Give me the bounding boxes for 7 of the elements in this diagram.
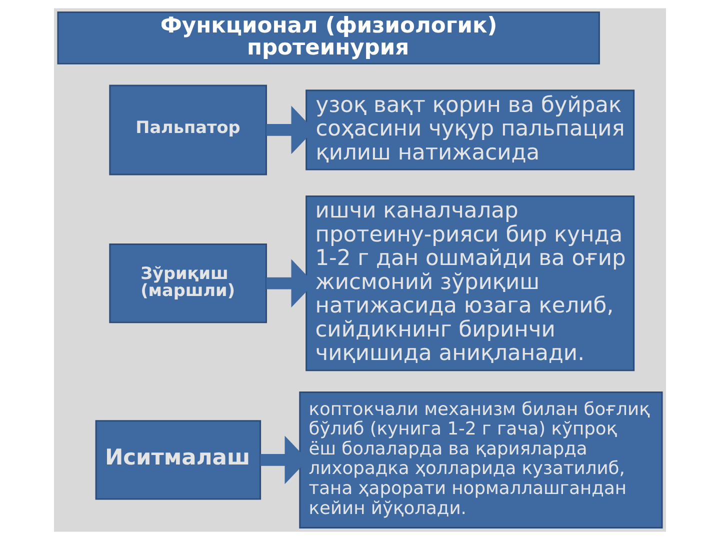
node-box: узоқ вақт қорин ва буйрак соҳасини чуқур пальпация қилиш натижасида [306,90,635,170]
node-box: Иситмалаш [95,420,262,500]
node-box: ишчи каналчалар протеину-рияси бир кунда 1-2 г дан ошмайди ва оғир жисмоний зўриқиш натижасида юзага келиб, сийдикнинг биринчи чиқишида аниқланади. [306,196,635,372]
node-box: Функционал (физиологик) протеинурия [57,12,600,64]
node-box: коптокчали механизм билан боғлиқ бўлиб (кунига 1-2 г гача) кўпроқ ёш болаларда ва қарияларда лихорадка ҳолларида кузатилиб, тана ҳарорати нормаллашгандан кейин йўқолади. [299,391,663,528]
node-box: Пальпатор [109,84,267,176]
node-box: Зўриқиш (маршли) [109,244,267,324]
